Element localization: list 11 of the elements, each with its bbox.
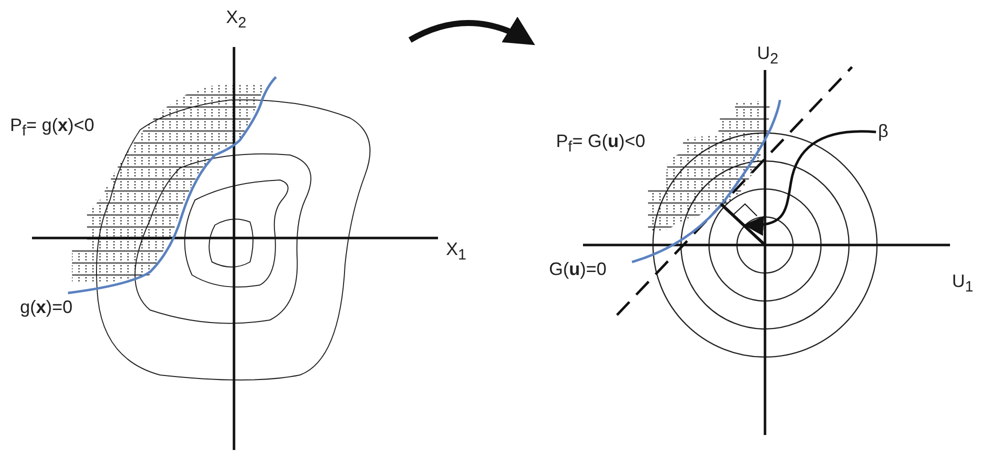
leader-arrow (744, 130, 876, 236)
region-label: P$_{f}$= G(u)<0 (556, 132, 646, 155)
axis-label: U$_{1}$ (952, 272, 974, 295)
beta-distance-line (720, 202, 766, 246)
axis-label: U$_{2}$ (757, 44, 778, 67)
axis-label: X$_{2}$ (226, 8, 246, 31)
axis-label: X$_{1}$ (446, 240, 466, 263)
curve-label: g(x)=0 (20, 298, 73, 316)
beta-label: β (878, 122, 888, 140)
curve-label: G(u)=0 (549, 260, 607, 278)
region-label: P$_{f}$= g(x)<0 (10, 116, 94, 139)
